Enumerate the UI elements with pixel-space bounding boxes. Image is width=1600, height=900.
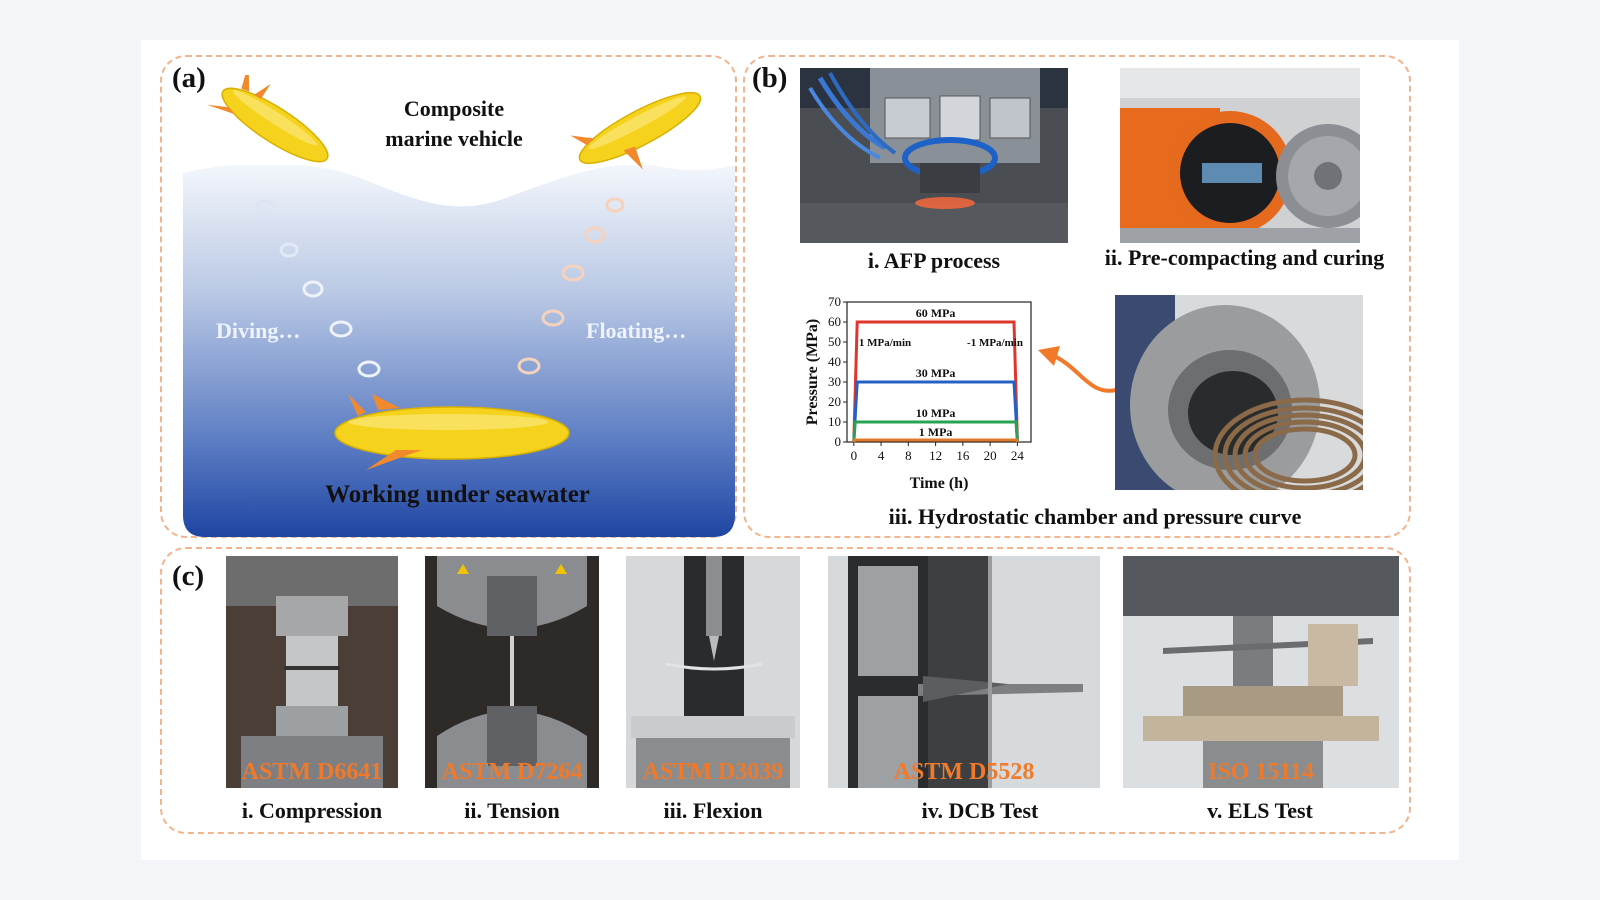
x-tick-label: 24 [1011, 448, 1025, 463]
els-test-photo: ISO 15114 [1123, 556, 1399, 788]
annotation-10: 10 MPa [916, 406, 956, 420]
annotation-rate-down: -1 MPa/min [967, 337, 1023, 349]
flexion-test-photo: ASTM D3039 [626, 556, 800, 788]
seawater-illustration [183, 165, 735, 537]
x-tick-label: 0 [851, 448, 858, 463]
annotation-60: 60 MPa [916, 306, 956, 320]
bubble [279, 242, 299, 258]
y-tick-label: 50 [828, 334, 841, 349]
standard-label: ASTM D7264 [441, 759, 583, 785]
standard-label: ASTM D3039 [642, 759, 784, 785]
chart-labels: 60 MPa 1 MPa/min -1 MPa/min 30 MPa 10 MPa 1 M… [859, 306, 1023, 439]
y-tick-label: 10 [828, 414, 841, 429]
y-tick-label: 40 [828, 354, 841, 369]
standard-label: ISO 15114 [1207, 759, 1315, 785]
series-line [852, 438, 1019, 443]
series-line [852, 420, 1019, 443]
chart-series [852, 320, 1019, 443]
hydrostatic-chamber-photo [1115, 295, 1363, 490]
vehicle-working-icon [334, 394, 570, 470]
compression-test-photo: ASTM D6641 [226, 556, 398, 788]
y-tick-label: 70 [828, 294, 841, 309]
series-line [852, 380, 1019, 443]
plot-frame [846, 301, 1032, 443]
flexion-caption: iii. Flexion [663, 798, 763, 823]
working-caption: Working under seawater [325, 481, 590, 508]
panel-b [743, 55, 1411, 538]
y-tick-label: 30 [828, 374, 841, 389]
x-tick-label: 12 [929, 448, 942, 463]
floating-label: Floating… [586, 318, 687, 343]
panel-c-label: (c) [172, 560, 205, 592]
y-axis-label: Pressure (MPa) [804, 319, 821, 425]
x-axis-label: Time (h) [910, 475, 969, 492]
diving-label: Diving… [216, 318, 301, 343]
compression-caption: i. Compression [241, 798, 383, 823]
arrow-icon [1038, 346, 1117, 393]
dcb-caption: iv. DCB Test [921, 798, 1039, 823]
chamber-caption: iii. Hydrostatic chamber and pressure cu… [888, 504, 1302, 529]
panel-a [160, 55, 737, 538]
tension-caption: ii. Tension [464, 798, 560, 823]
annotation-rate-up: 1 MPa/min [859, 337, 911, 349]
panel-c [160, 547, 1411, 834]
panel-b-label: (b) [752, 62, 788, 94]
x-tick-label: 16 [956, 448, 970, 463]
standard-label: ASTM D6641 [241, 759, 383, 785]
annotation-1: 1 MPa [919, 425, 953, 439]
els-caption: v. ELS Test [1207, 798, 1313, 823]
dcb-test-photo: ASTM D5528 [828, 556, 1100, 788]
x-tick-label: 20 [984, 448, 997, 463]
x-tick-label: 8 [905, 448, 912, 463]
vehicle-title-line1: Composite [403, 96, 505, 121]
annotation-30: 30 MPa [916, 366, 956, 380]
panel-a-label: (a) [172, 62, 206, 94]
standard-label: ASTM D5528 [893, 759, 1035, 785]
bubble [517, 357, 541, 375]
bubble [541, 309, 565, 327]
bubble [605, 197, 625, 213]
curing-caption: ii. Pre-compacting and curing [1104, 245, 1385, 270]
bubble [255, 199, 275, 215]
vehicle-diving-icon [207, 75, 329, 163]
bubble [357, 360, 381, 378]
y-tick-label: 20 [828, 394, 841, 409]
afp-process-photo [800, 68, 1068, 243]
vehicle-floating-icon [570, 91, 702, 170]
autoclave-photo [1120, 68, 1360, 243]
vehicle-title-line2: marine vehicle [385, 126, 523, 151]
y-tick-label: 0 [835, 434, 842, 449]
bubble [329, 320, 353, 338]
bubble [302, 280, 324, 298]
bubble [561, 264, 585, 282]
bubble [584, 226, 606, 244]
tension-test-photo: ASTM D7264 [425, 556, 599, 788]
y-tick-label: 60 [828, 314, 841, 329]
series-line [852, 320, 1019, 443]
afp-caption: i. AFP process [867, 248, 1001, 273]
x-tick-label: 4 [878, 448, 885, 463]
